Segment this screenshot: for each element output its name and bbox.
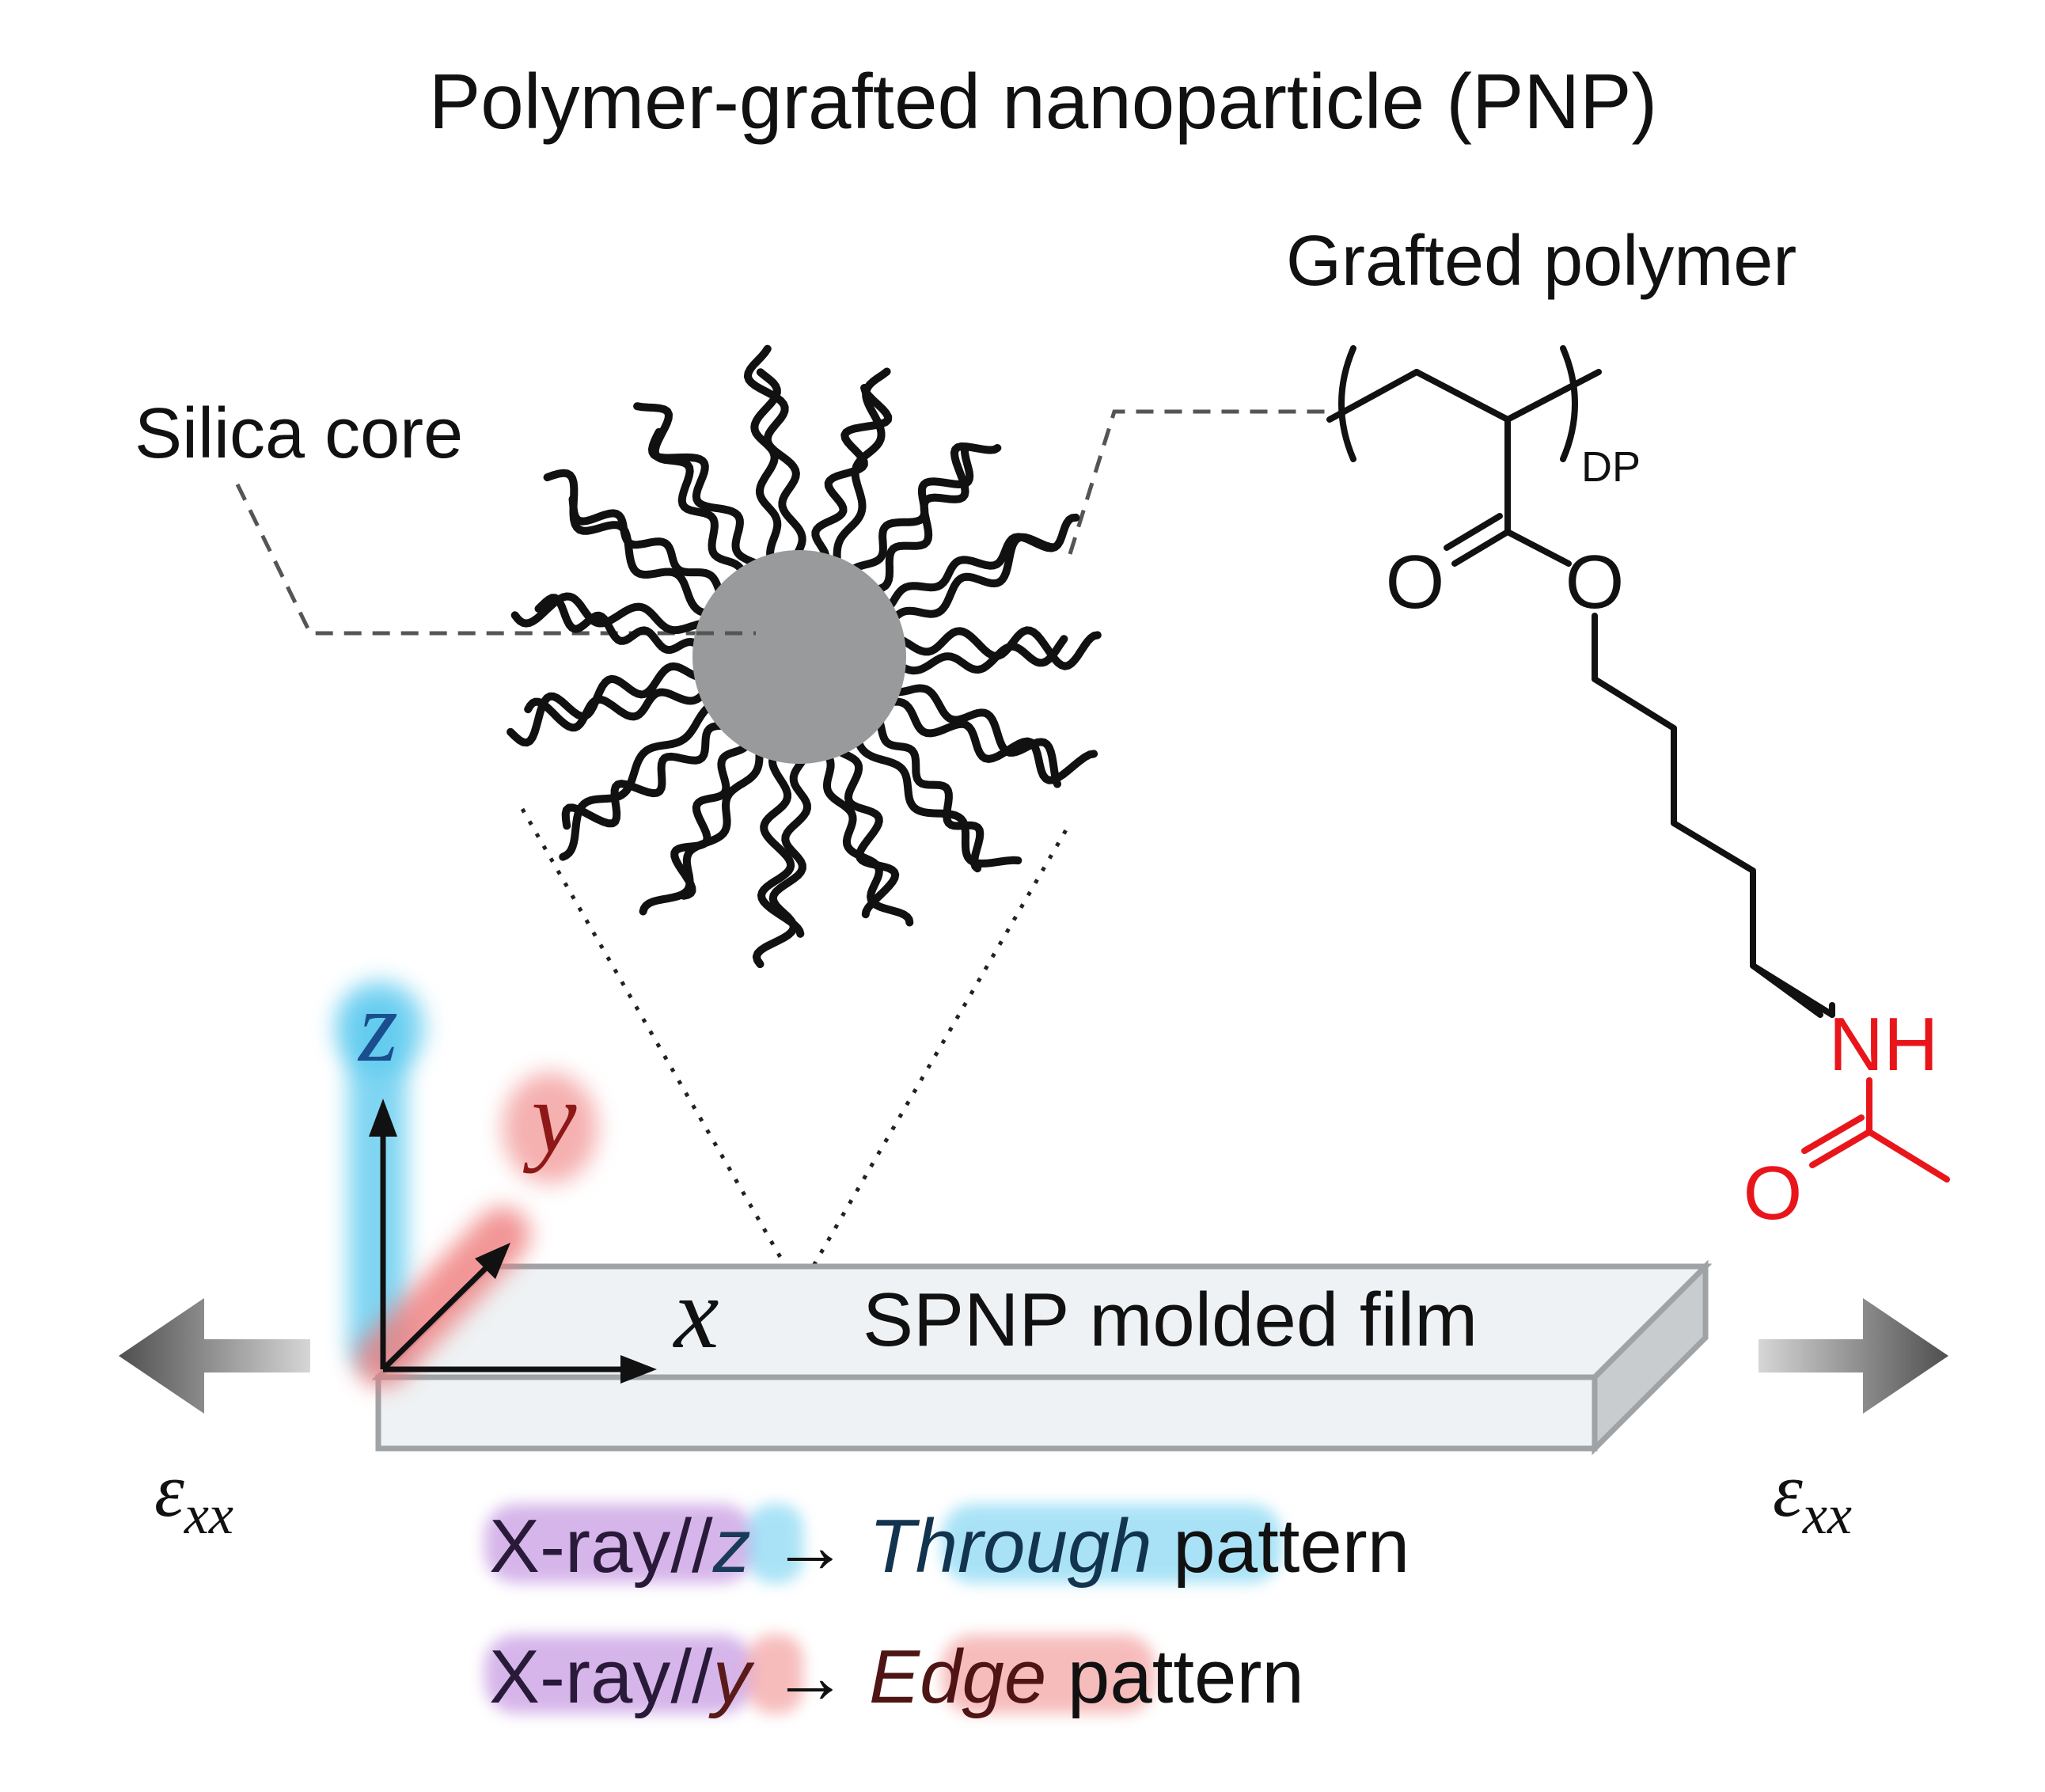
edge-arrow: → (772, 1634, 848, 1719)
repeat-bracket-left (1338, 345, 1356, 462)
strain-symbol-left: ε (154, 1448, 184, 1532)
edge-name-spacer (848, 1634, 869, 1719)
through-pattern-line: X-ray//z → Through pattern (489, 1504, 1409, 1589)
grafted-polymer-label: Grafted polymer (1286, 222, 1796, 301)
silica-core-sphere (692, 550, 906, 764)
grafted-polymer-chains (507, 344, 1102, 969)
chain-to-nh-bond (1750, 962, 1823, 1018)
polymer-chain (633, 402, 747, 579)
edge-axis: y (708, 1634, 755, 1719)
polymer-chain (743, 344, 806, 563)
strain-label-left: εxx (154, 1448, 233, 1546)
zoom-cone-lines (520, 807, 1072, 1294)
film-front-face (375, 1374, 1598, 1452)
edge-pattern-line: X-ray//y → Edge pattern (489, 1634, 1304, 1719)
edge-arrow-spacer (751, 1634, 772, 1719)
through-arrow: → (772, 1504, 848, 1589)
polymer-chain (752, 751, 811, 969)
polymer-chain (524, 686, 711, 732)
z-axis-arrowhead (369, 1099, 397, 1137)
polymer-chain (892, 626, 1102, 670)
polymer-chain (568, 495, 726, 600)
polymer-chain (882, 697, 1098, 784)
through-arrow-spacer (751, 1504, 772, 1589)
polymer-chain (833, 367, 891, 570)
amide-oxygen: O (1743, 1151, 1803, 1236)
grafted-polymer-leader-line (1068, 409, 1330, 555)
polymer-chain (852, 733, 1022, 868)
polymer-chain (821, 748, 914, 927)
strain-symbol-right: ε (1773, 1448, 1803, 1532)
edge-suffix: pattern (1046, 1634, 1304, 1719)
ester-oxygen: O (1565, 540, 1625, 625)
y-axis-arrowhead (475, 1243, 510, 1279)
coordinate-axes (369, 1099, 657, 1384)
polymer-chain (648, 427, 765, 570)
polymer-chain (750, 368, 782, 566)
edge-xray-prefix: X-ray// (489, 1634, 713, 1719)
spnp-film (371, 1259, 1713, 1456)
polymer-chain (894, 635, 1068, 675)
through-axis: z (712, 1504, 751, 1589)
amide-group (1801, 1077, 1950, 1183)
film-label: SPNP molded film (863, 1278, 1478, 1362)
polymer-chain (670, 738, 753, 900)
strain-subscript-left: xx (184, 1485, 233, 1546)
amide-nh: NH (1829, 1002, 1939, 1087)
polymer-chain (757, 749, 805, 938)
polymer-chain (882, 513, 1080, 613)
x-axis-label: x (673, 1257, 719, 1369)
strain-arrow-left-icon (119, 1298, 310, 1414)
edge-name: Edge (869, 1634, 1046, 1719)
repeat-bracket-right (1560, 345, 1578, 462)
y-axis-line (381, 1261, 493, 1372)
z-axis-label: z (357, 970, 398, 1083)
y-axis-label: y (523, 1061, 577, 1174)
through-xray-prefix: X-ray// (489, 1504, 713, 1589)
strain-arrow-right-icon (1759, 1298, 1948, 1414)
polymer-chain (887, 533, 1057, 625)
strain-label-right: εxx (1773, 1448, 1852, 1546)
polymer-chain (846, 445, 974, 576)
carbonyl-oxygen: O (1386, 540, 1445, 625)
polymer-chain (888, 684, 1061, 788)
strain-subscript-right: xx (1802, 1485, 1852, 1546)
pattern-glows (484, 1504, 1282, 1714)
x-axis-arrowhead (620, 1355, 657, 1384)
dp-subscript: DP (1581, 443, 1641, 491)
through-name-spacer (848, 1504, 869, 1589)
through-name: Through (869, 1504, 1152, 1589)
polymer-chain (873, 713, 985, 873)
polymer-chain (868, 442, 1002, 594)
through-suffix: pattern (1152, 1504, 1410, 1589)
polymer-chain (510, 592, 711, 635)
silica-core-leader-line (235, 483, 756, 636)
silica-core-label: Silica core (135, 394, 463, 473)
polymer-chain (534, 594, 705, 655)
diagram-title: Polymer-grafted nanoparticle (PNP) (429, 58, 1657, 145)
polymer-chain (559, 700, 716, 861)
polymer-chain (832, 745, 900, 919)
polymer-chain (561, 721, 733, 830)
film-side-face (1592, 1259, 1709, 1456)
polymer-chain (507, 662, 707, 747)
